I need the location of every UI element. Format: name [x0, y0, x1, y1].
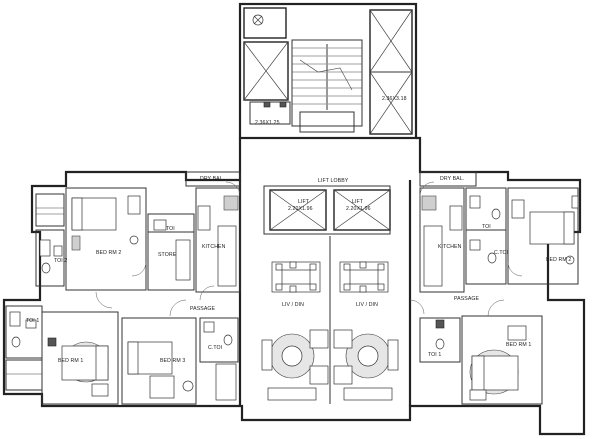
- kitchen-left: KITCHEN: [202, 244, 226, 250]
- liv-din-left: LIV / DIN: [282, 302, 304, 308]
- ctoi-right: C.TOI: [494, 250, 508, 256]
- toi-small-left: TOI: [166, 226, 175, 232]
- lift-2-size: 2.20X1.96: [346, 206, 371, 212]
- right-door-swings: [409, 181, 523, 317]
- lift-2-label: LIFT: [352, 199, 364, 205]
- toi-1-left: TOI 1: [26, 318, 39, 324]
- stair-treads: [292, 44, 362, 110]
- store-label: STORE: [158, 252, 177, 258]
- shaft-small-size: 2.36X1.25: [255, 120, 280, 126]
- lift-1-size: 2.20X1.96: [288, 206, 313, 212]
- dry-bal-left: DRY BAL.: [200, 176, 224, 182]
- ctoi-left: C.TOI: [208, 345, 222, 351]
- core-block: [238, 2, 418, 140]
- passage-right: PASSAGE: [454, 296, 480, 302]
- left-unit: [5, 171, 241, 405]
- living-dining-left: [261, 261, 329, 401]
- bed-rm-1-left: BED RM 1: [58, 358, 83, 364]
- bed-rm-3-label: BED RM 3: [160, 358, 185, 364]
- liv-din-right: LIV / DIN: [356, 302, 378, 308]
- bed-rm-2-left: BED RM 2: [96, 250, 121, 256]
- lift-2: [333, 189, 391, 231]
- right-unit: [419, 171, 579, 405]
- shaft-large-size: 2.36X3.18: [382, 96, 407, 102]
- left-door-swings: [95, 181, 241, 317]
- toi-right: TOI: [482, 224, 491, 230]
- bed-rm-2-right: BED RM 2: [546, 257, 571, 263]
- dry-bal-right: DRY BAL.: [440, 176, 464, 182]
- lift-1: [269, 189, 327, 231]
- lift-1-label: LIFT: [298, 199, 310, 205]
- toi-2-left: TOI 2: [54, 258, 67, 264]
- toi-1-right: TOI 1: [428, 352, 441, 358]
- bed-rm-1-right: BED RM 1: [506, 342, 531, 348]
- kitchen-right: KITCHEN: [438, 244, 462, 250]
- lift-lobby-label: LIFT LOBBY: [318, 178, 349, 184]
- living-dining-right: [333, 261, 399, 401]
- passage-left: PASSAGE: [190, 306, 216, 312]
